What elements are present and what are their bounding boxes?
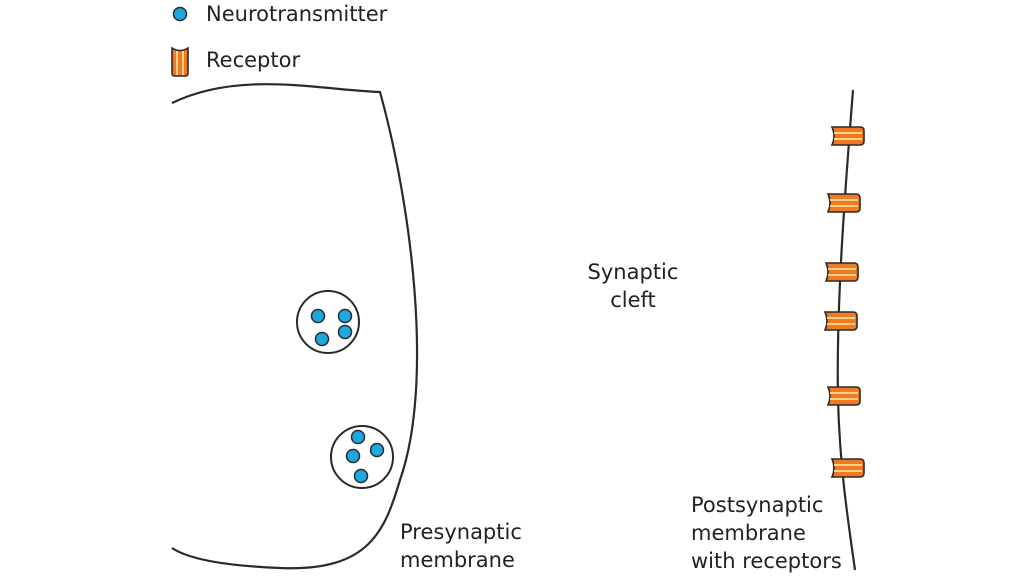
receptor [827,193,861,213]
presynaptic-line-1: Presynaptic [400,520,522,544]
synaptic-cleft-line-2: cleft [610,288,656,312]
synaptic-vesicle [296,290,360,354]
receptor [825,262,859,282]
postsynaptic-line-3: with receptors [691,549,842,573]
presynaptic-membrane [171,83,419,570]
postsynaptic-label: Postsynaptic membrane with receptors [691,491,842,575]
neurotransmitter [350,429,366,445]
postsynaptic-line-2: membrane [691,521,806,545]
synaptic-vesicle [330,425,394,489]
receptor [831,126,865,146]
neurotransmitter [310,308,326,324]
synaptic-cleft-label: Synaptic cleft [578,258,688,314]
receptor [831,458,865,478]
postsynaptic-line-1: Postsynaptic [691,493,824,517]
neurotransmitter [353,468,369,484]
presynaptic-line-2: membrane [400,548,515,572]
neurotransmitter [337,324,353,340]
receptor [824,311,858,331]
neurotransmitter [345,448,361,464]
neurotransmitter [337,308,353,324]
neurotransmitter-legend-label: Neurotransmitter [206,2,388,26]
receptor-legend-label: Receptor [206,48,301,72]
receptor [827,386,861,406]
neurotransmitter [314,331,330,347]
receptor-legend-icon [171,46,189,77]
neurotransmitter [369,442,385,458]
presynaptic-label: Presynaptic membrane [400,518,522,574]
neurotransmitter-legend-icon [172,6,188,22]
postsynaptic-membrane [836,89,857,571]
synaptic-cleft-line-1: Synaptic [587,260,679,284]
